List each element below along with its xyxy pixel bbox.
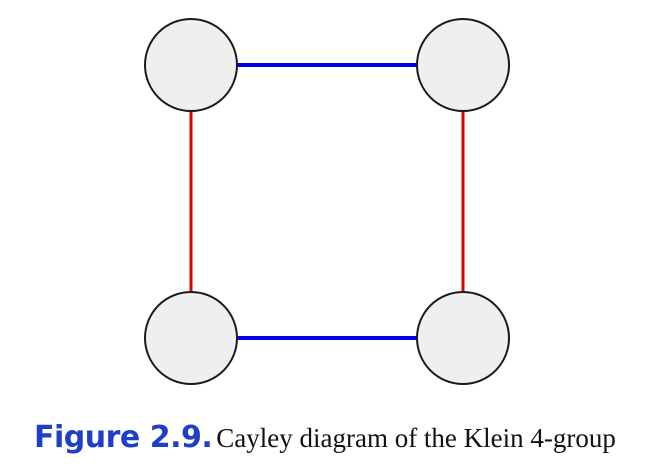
node-bottom-left (144, 291, 238, 385)
node-top-right (416, 18, 510, 112)
caption-text: Cayley diagram of the Klein 4-group (216, 423, 616, 453)
node-bottom-right (416, 291, 510, 385)
figure-caption: Figure 2.9. Cayley diagram of the Klein … (34, 418, 664, 463)
node-top-left (144, 18, 238, 112)
cayley-diagram (144, 18, 510, 385)
figure-label: Figure 2.9. (34, 420, 213, 455)
